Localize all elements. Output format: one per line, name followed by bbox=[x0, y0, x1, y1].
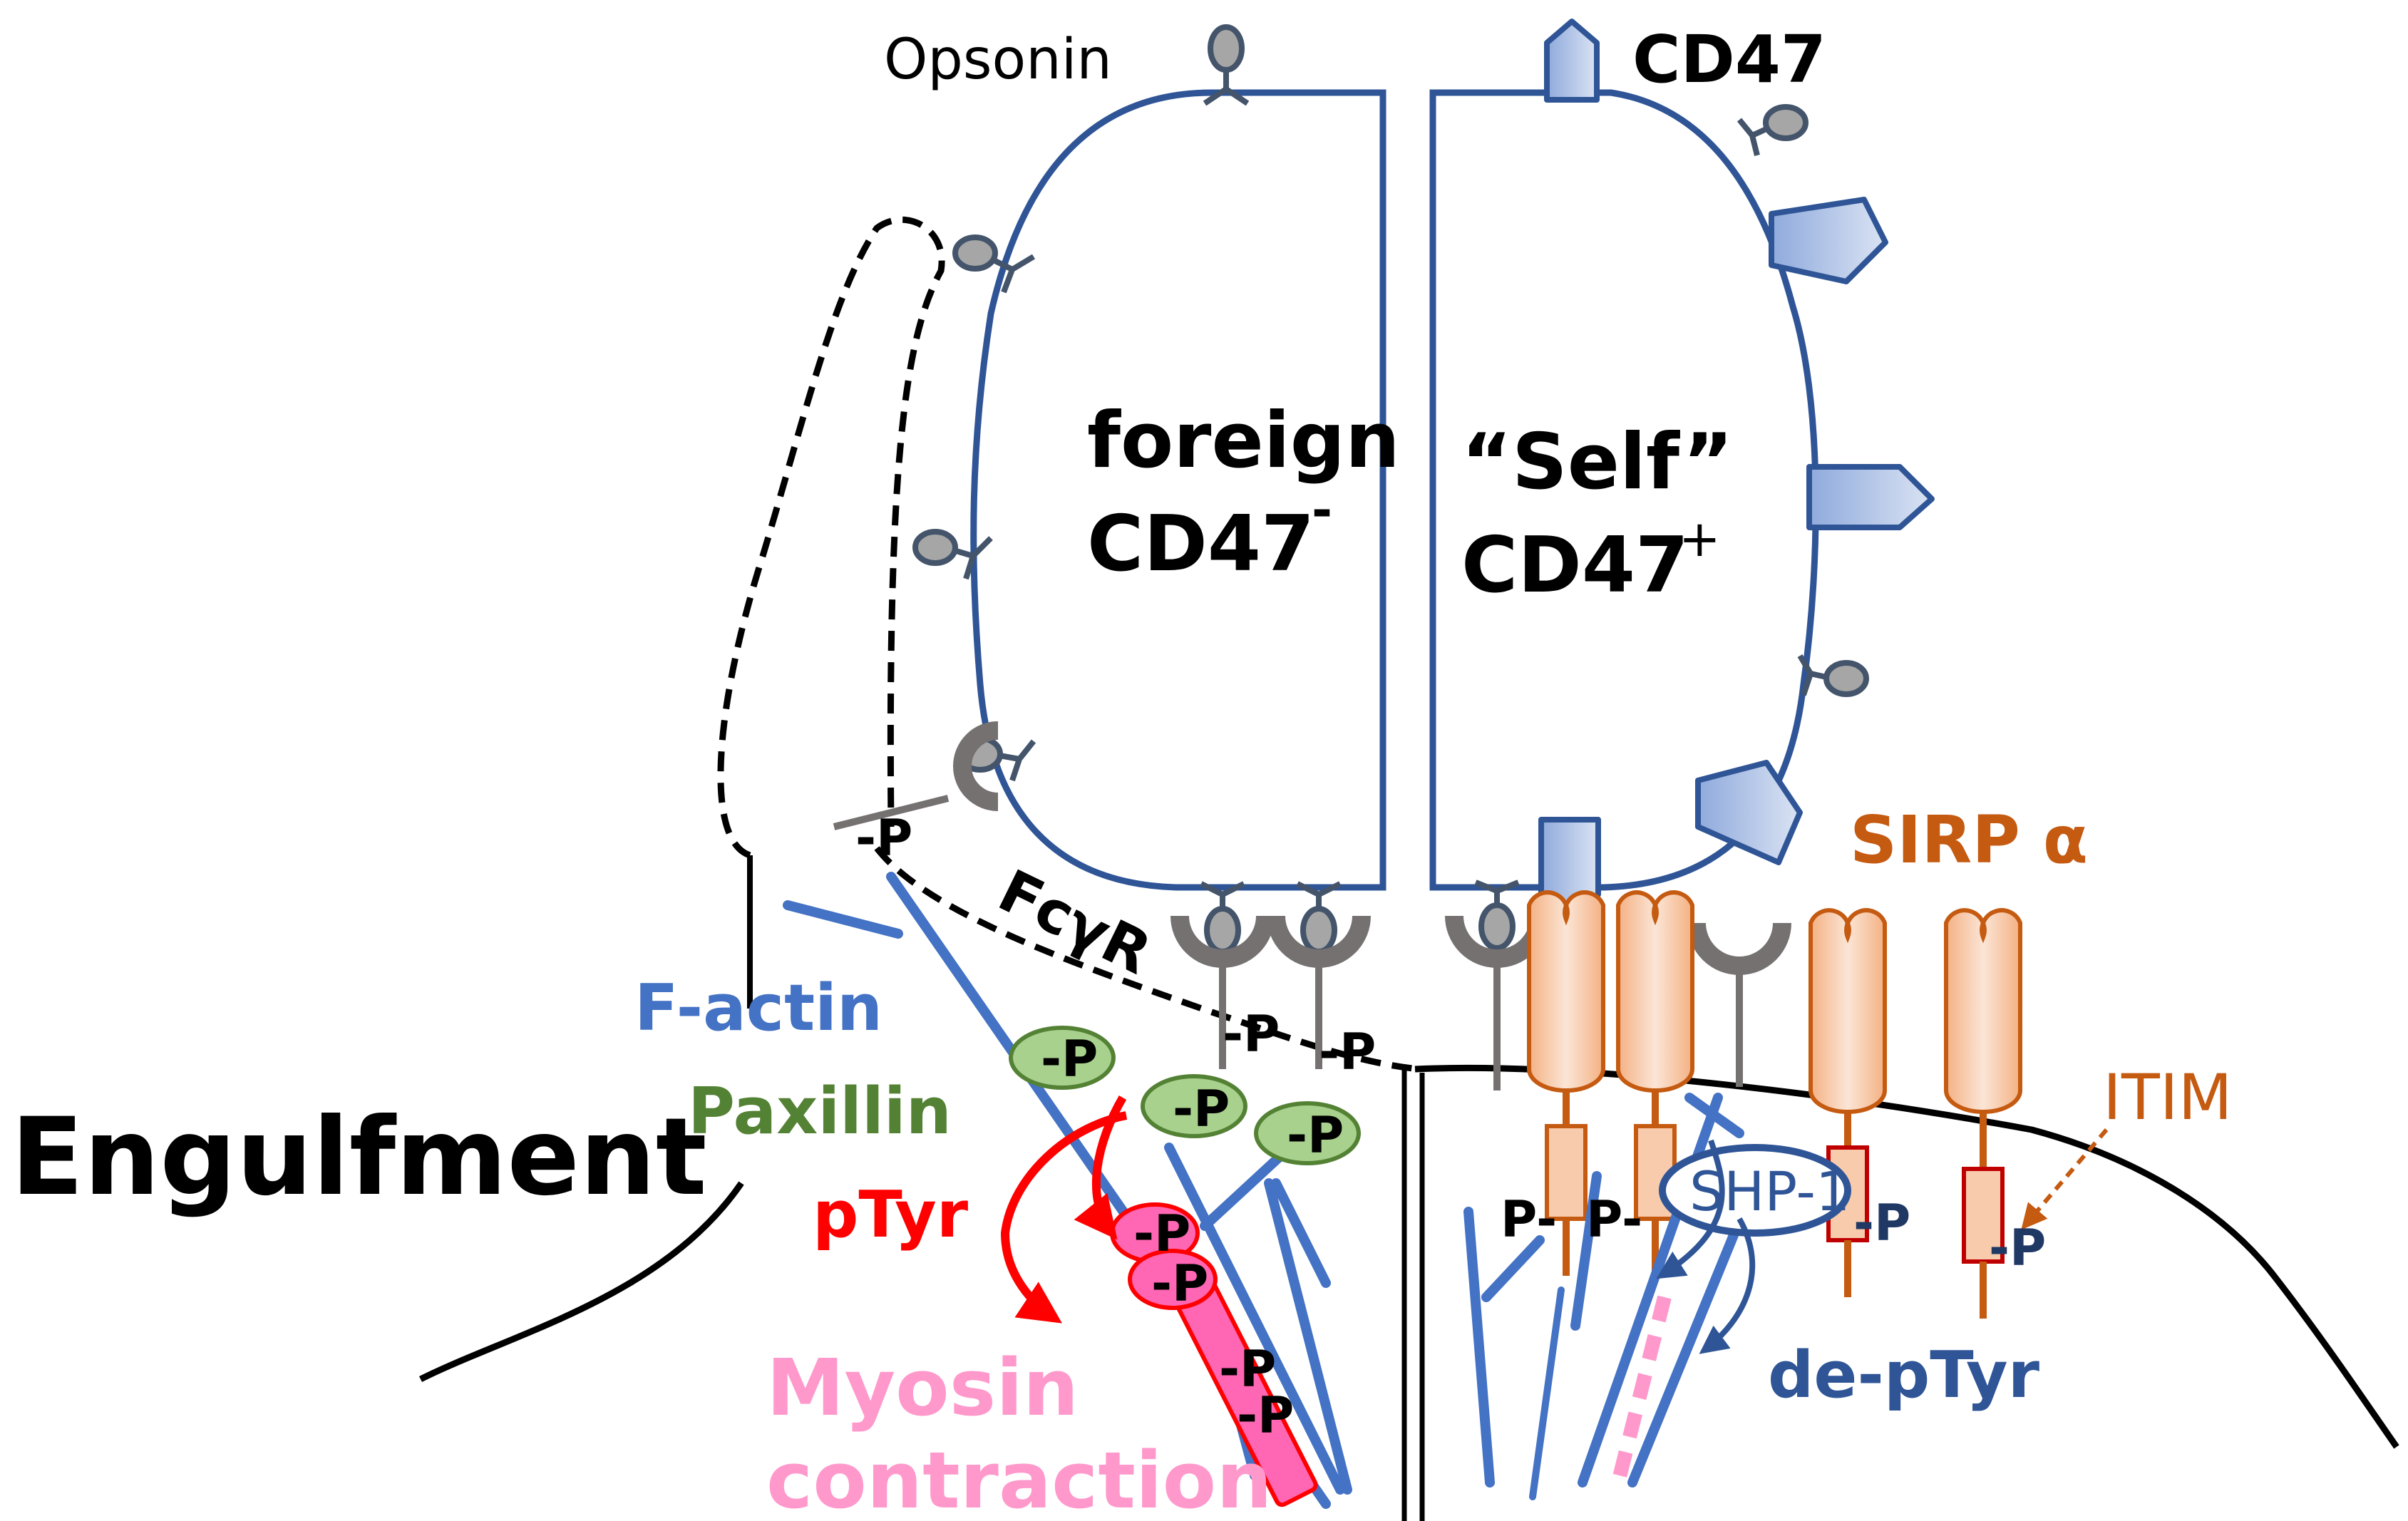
opsonin-icon bbox=[1736, 104, 1808, 156]
self-superscript: + bbox=[1679, 510, 1721, 568]
foreign-cell bbox=[970, 89, 1386, 891]
self-cd47-label: CD47 bbox=[1461, 521, 1689, 610]
cd47-icon bbox=[1806, 464, 1935, 530]
paxillin-label: Paxillin bbox=[688, 1074, 952, 1149]
f-actin-label: F-actin bbox=[634, 971, 883, 1046]
opsonin-icon bbox=[1797, 654, 1869, 697]
myosin-inactive-dashed bbox=[1611, 1295, 1672, 1485]
myosin bbox=[1110, 1202, 1318, 1507]
engulfment-label: Engulfment bbox=[11, 1095, 707, 1220]
paxillin-ovals bbox=[1009, 1026, 1361, 1165]
phospho-label: P- bbox=[1586, 1190, 1642, 1249]
contraction-label: contraction bbox=[766, 1435, 1272, 1521]
shp1 bbox=[1656, 1139, 1851, 1354]
labels: Opsonin CD47 foreign CD47 - “Self” CD47 … bbox=[11, 21, 2233, 1521]
fcgr-icon bbox=[1687, 922, 1791, 975]
de-ptyr-label: de-pTyr bbox=[1768, 1338, 2040, 1413]
phospho-labels: -P -P -P -P -P -P -P -P -P -P P- P- -P -… bbox=[855, 809, 2046, 1445]
opsonin-icon bbox=[1200, 881, 1245, 954]
sirpa-label: SIRP α bbox=[1850, 802, 2088, 878]
phospho-label: -P bbox=[1287, 1106, 1344, 1165]
phospho-label: -P bbox=[1219, 1340, 1276, 1398]
myosin-label: Myosin bbox=[766, 1342, 1079, 1433]
sirpa-receptor bbox=[1944, 908, 2022, 1319]
phospho-label: -P bbox=[1041, 1030, 1098, 1088]
sirpa-receptor bbox=[1527, 890, 1605, 1276]
phospho-label: -P bbox=[1173, 1080, 1230, 1138]
itim-label: ITIM bbox=[2103, 1061, 2233, 1134]
ptyr-arrows bbox=[1000, 1095, 1128, 1324]
foreign-label: foreign bbox=[1087, 396, 1400, 485]
shp1-label: SHP-1 bbox=[1689, 1160, 1850, 1223]
foreign-superscript: - bbox=[1312, 481, 1332, 540]
foreign-cd47-label: CD47 bbox=[1087, 500, 1314, 589]
opsonin-icon bbox=[1296, 881, 1342, 954]
opsonin-icon bbox=[912, 529, 993, 580]
cd47-icon bbox=[1769, 197, 1888, 284]
self-label: “Self” bbox=[1461, 418, 1734, 507]
opsonin-icon bbox=[1203, 24, 1250, 106]
itim-arrow bbox=[2021, 1128, 2109, 1230]
opsonin-icons bbox=[912, 24, 1869, 954]
phospho-label: -P bbox=[855, 809, 912, 867]
cd47-markers bbox=[1538, 19, 1935, 929]
fcgr-icon bbox=[953, 721, 999, 811]
phospho-label: -P bbox=[1989, 1219, 2046, 1277]
cd47-icon bbox=[1695, 760, 1803, 865]
phospho-label: -P bbox=[1853, 1194, 1910, 1252]
macrophage-membrane bbox=[418, 855, 2399, 1521]
cd47-icon bbox=[1544, 19, 1600, 103]
pseudopod-dashed-membrane bbox=[717, 216, 1419, 1073]
phospho-label: -P bbox=[1223, 1005, 1280, 1063]
phospho-label: P- bbox=[1501, 1190, 1557, 1249]
cd47-label: CD47 bbox=[1632, 21, 1826, 98]
phospho-label: -P bbox=[1133, 1205, 1190, 1263]
phospho-label: -P bbox=[1319, 1023, 1376, 1081]
opsonin-label: Opsonin bbox=[884, 28, 1112, 92]
phospho-label: -P bbox=[1151, 1254, 1208, 1313]
opsonin-icon bbox=[952, 234, 1036, 294]
phospho-label: -P bbox=[1237, 1386, 1294, 1445]
opsonin-icon bbox=[1474, 880, 1520, 951]
ptyr-label: pTyr bbox=[813, 1177, 969, 1252]
